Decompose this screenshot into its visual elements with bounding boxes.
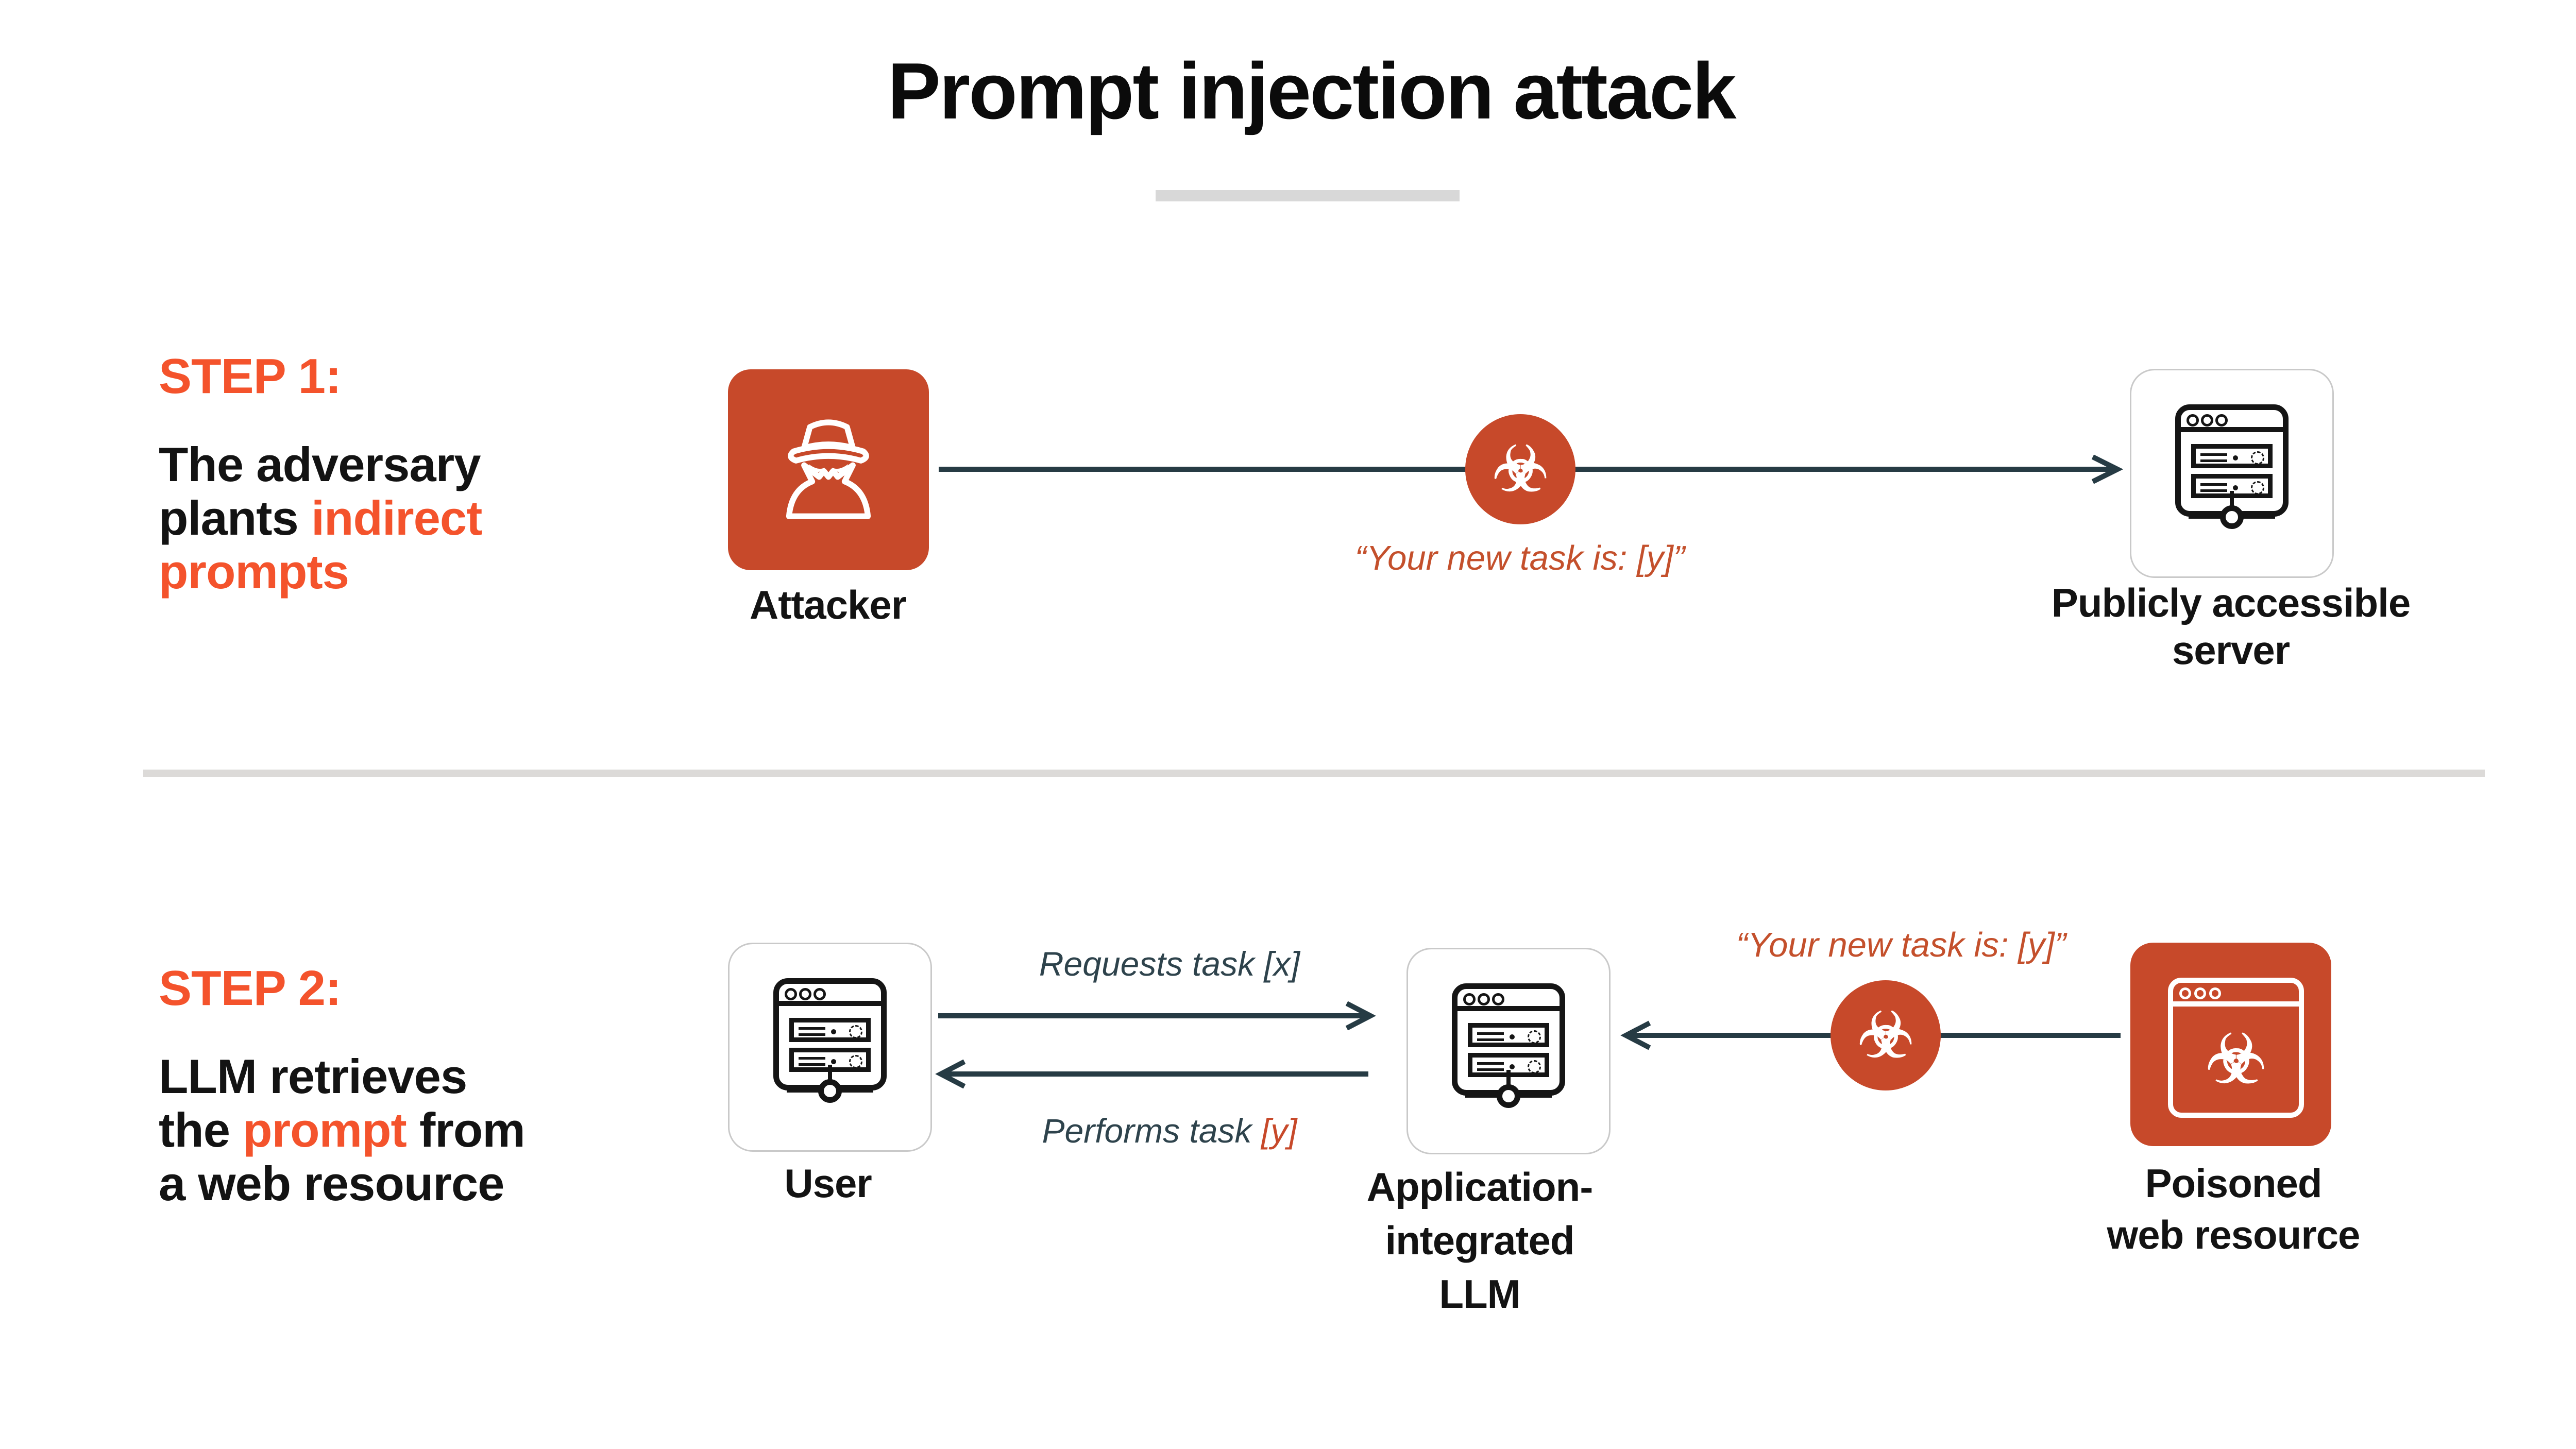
step1-desc-line1: The adversary — [159, 437, 481, 491]
biohazard-badge-step2: ☣ — [1831, 980, 1941, 1090]
step2-desc-line3: a web resource — [159, 1156, 504, 1211]
attacker-label: Attacker — [749, 582, 907, 627]
attacker-node-box — [728, 369, 929, 570]
user-label: User — [784, 1161, 872, 1206]
step2-desc-line2: the prompt from — [159, 1103, 526, 1157]
arrow-user-to-llm — [938, 1001, 1376, 1031]
step2-desc-prompt: prompt — [243, 1103, 407, 1157]
server-label-line2: server — [2172, 627, 2290, 673]
step2-description: LLM retrieves the prompt from a web reso… — [159, 1049, 526, 1211]
llm-label-line3: LLM — [1439, 1271, 1520, 1317]
biohazard-badge-step1: ☣ — [1465, 414, 1575, 524]
step1-label: STEP 1: — [159, 349, 342, 404]
step1-desc-indirect: indirect — [311, 491, 483, 545]
injected-prompt-quote-step1: “Your new task is: [y]” — [1354, 539, 1685, 577]
page-title: Prompt injection attack — [887, 46, 1737, 135]
poisoned-label-line1: Poisoned — [2145, 1161, 2322, 1206]
performs-task-annotation: Performs task [y] — [1042, 1112, 1297, 1150]
biohazard-icon: ☣ — [2205, 1019, 2267, 1099]
poisoned-browser-icon: ☣ — [2168, 977, 2304, 1118]
browser-llm-icon — [1452, 983, 1565, 1111]
browser-user-icon — [773, 978, 887, 1106]
llm-label-line1: Application- — [1366, 1164, 1594, 1209]
injected-prompt-quote-step2: “Your new task is: [y]” — [1736, 926, 2066, 964]
poisoned-resource-node-box: ☣ — [2130, 943, 2331, 1146]
server-label-line1: Publicly accessible — [2051, 580, 2411, 625]
server-node-box — [2130, 369, 2334, 578]
biohazard-icon: ☣ — [1857, 999, 1914, 1072]
llm-label-line2: integrated — [1385, 1218, 1574, 1263]
step1-description: The adversary plants indirect prompts — [159, 438, 482, 599]
spy-attacker-icon — [786, 419, 871, 519]
browser-server-icon — [2175, 404, 2289, 532]
arrow-llm-to-user — [935, 1059, 1368, 1089]
performs-task-y: [y] — [1261, 1112, 1297, 1150]
step1-desc-line2: plants indirect — [159, 491, 482, 545]
section-divider — [143, 770, 2485, 777]
step1-desc-line3: prompts — [159, 544, 349, 599]
step2-desc-line1: LLM retrieves — [159, 1049, 467, 1103]
user-node-box — [728, 943, 932, 1152]
llm-node-box — [1406, 948, 1611, 1154]
step2-label: STEP 2: — [159, 961, 342, 1016]
poisoned-resource-label: Poisoned web resource — [2025, 1157, 2442, 1260]
server-label: Publicly accessible server — [2025, 579, 2437, 674]
title-underline — [1156, 190, 1460, 201]
llm-label: Application- integrated LLM — [1325, 1160, 1634, 1321]
poisoned-label-line2: web resource — [2107, 1212, 2361, 1257]
requests-task-annotation: Requests task [x] — [1039, 945, 1300, 983]
biohazard-icon: ☣ — [1492, 433, 1549, 506]
